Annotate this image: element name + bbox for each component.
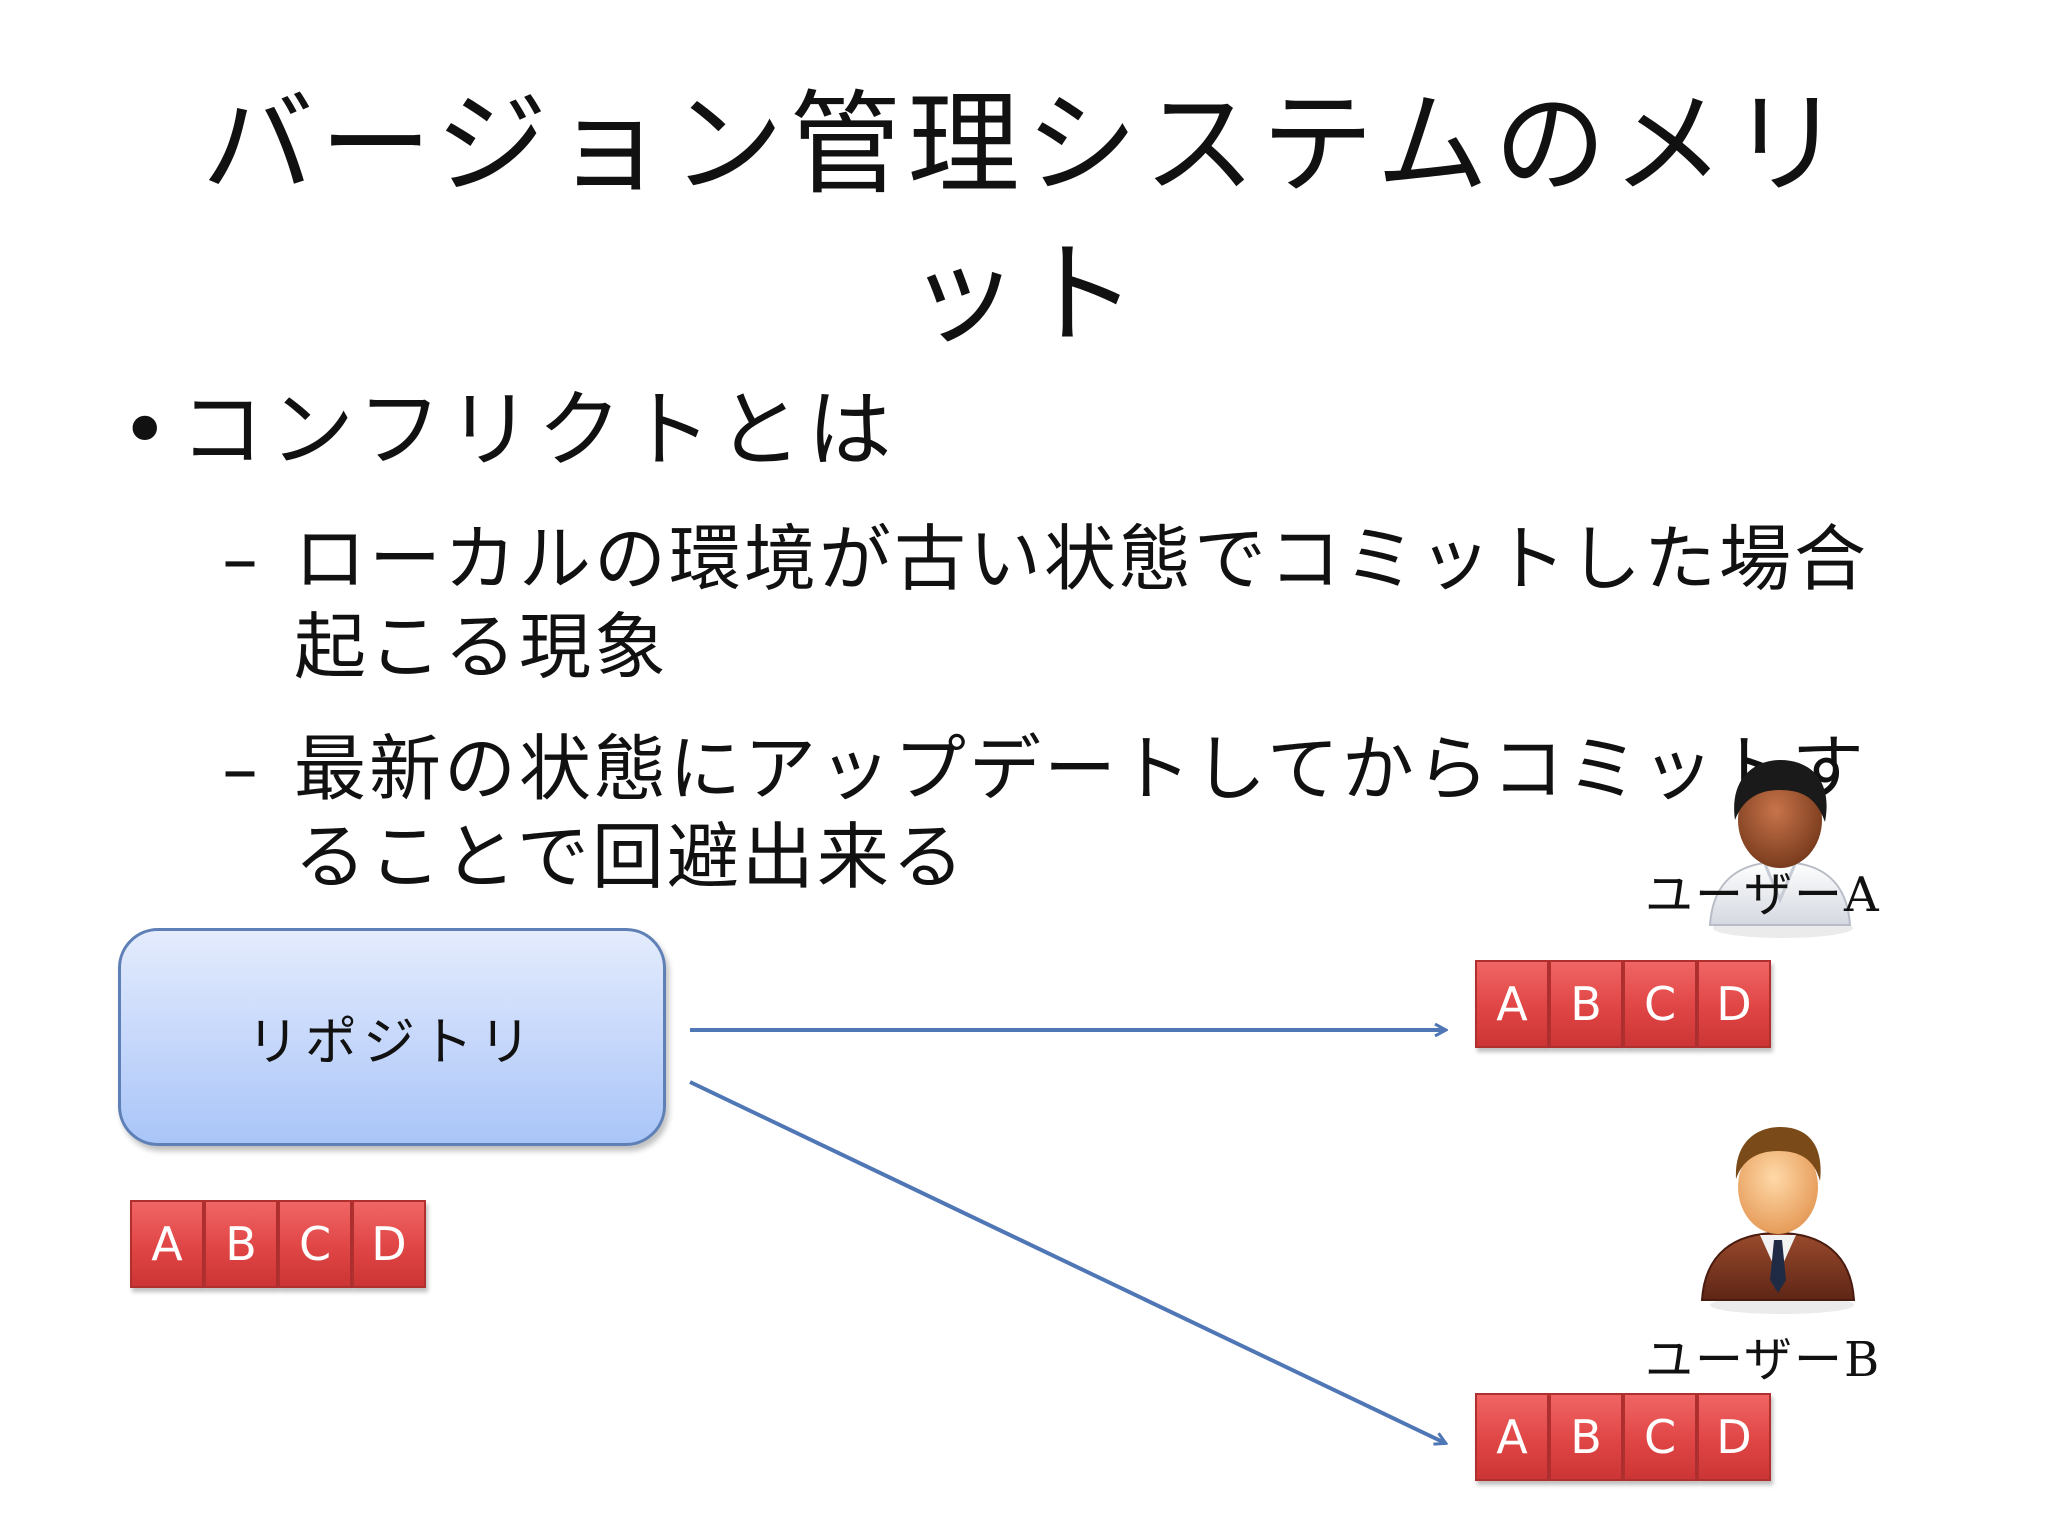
block-a: A <box>1475 960 1549 1048</box>
block-d: D <box>352 1200 426 1288</box>
repository-box: リポジトリ <box>118 928 666 1146</box>
block-c: C <box>1623 960 1697 1048</box>
dash-icon: – <box>222 727 261 811</box>
block-a: A <box>130 1200 204 1288</box>
bullet-dot-icon: • <box>120 381 176 479</box>
repository-label: リポジトリ <box>246 1012 537 1073</box>
sub-bullet-text: ローカルの環境が古い状態でコミットした場合起こる現象 <box>294 517 1870 689</box>
user-a-label: ユーザーA <box>1645 867 1881 923</box>
user-b-avatar-icon <box>1700 1127 1856 1314</box>
slide-title: バージョン管理システムのメリット <box>201 80 1849 360</box>
block-a: A <box>1475 1393 1549 1481</box>
sub-bullet-1: – ローカルの環境が古い状態でコミットした場合起こる現象 <box>222 515 1932 691</box>
dash-icon: – <box>222 517 261 601</box>
repository-blocks: A B C D <box>130 1200 426 1288</box>
block-c: C <box>278 1200 352 1288</box>
bullet-item: •コンフリクトとは <box>120 375 897 485</box>
block-c: C <box>1623 1393 1697 1481</box>
user-a-blocks: A B C D <box>1475 960 1771 1048</box>
arrow-to-user-b <box>689 1080 1445 1443</box>
user-b-blocks: A B C D <box>1475 1393 1771 1481</box>
user-a-avatar-icon <box>1708 760 1853 938</box>
block-b: B <box>204 1200 278 1288</box>
block-b: B <box>1549 1393 1623 1481</box>
sub-bullet-text: 最新の状態にアップデートしてからコミットすることで回避出来る <box>294 727 1867 899</box>
sub-bullet-2: – 最新の状態にアップデートしてからコミットすることで回避出来る <box>222 725 1932 901</box>
block-b: B <box>1549 960 1623 1048</box>
bullet-text: コンフリクトとは <box>180 381 898 479</box>
block-d: D <box>1697 960 1771 1048</box>
block-d: D <box>1697 1393 1771 1481</box>
user-b-label: ユーザーB <box>1645 1332 1882 1388</box>
